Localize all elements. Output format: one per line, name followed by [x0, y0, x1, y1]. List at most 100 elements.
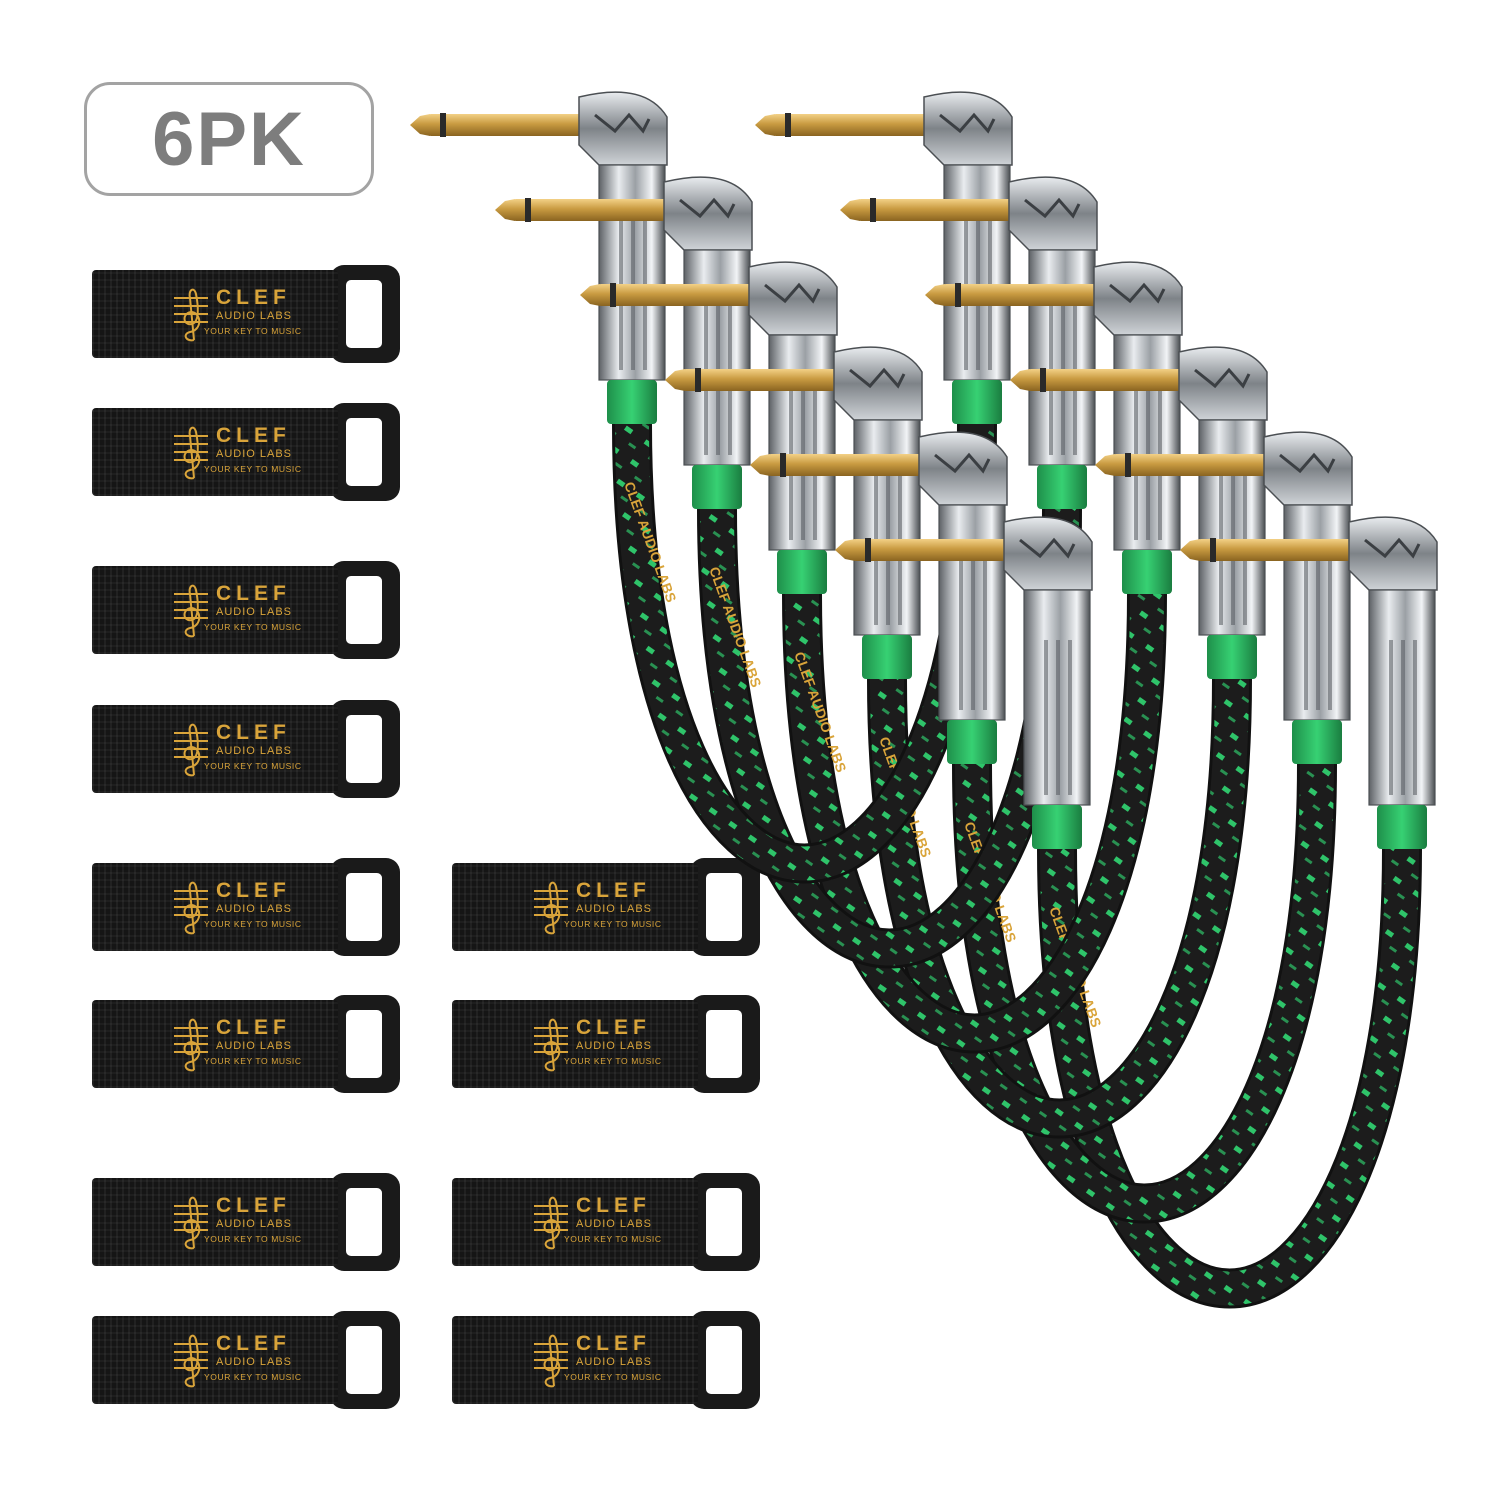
- strap-tagline: YOUR KEY TO MUSIC: [204, 761, 302, 771]
- strap-brand: CLEF: [216, 286, 291, 309]
- strap-brand: CLEF: [216, 1016, 291, 1039]
- strap-brand: CLEF: [216, 1332, 291, 1355]
- strap-subbrand: AUDIO LABS: [576, 1040, 653, 1052]
- treble-clef-icon: [534, 1196, 568, 1250]
- right-angle-plug: [1180, 516, 1438, 849]
- strap-velcro-band: [452, 863, 698, 951]
- strap-velcro-band: [452, 1178, 698, 1266]
- right-angle-plug: [925, 261, 1183, 594]
- strap-velcro-band: [92, 408, 338, 496]
- strap-velcro-band: [92, 1000, 338, 1088]
- strap-brand: CLEF: [576, 879, 651, 902]
- strap-subbrand: AUDIO LABS: [216, 606, 293, 618]
- strap-velcro-band: [92, 705, 338, 793]
- strap-tagline: YOUR KEY TO MUSIC: [204, 464, 302, 474]
- strap-tagline: YOUR KEY TO MUSIC: [204, 919, 302, 929]
- strap-buckle-icon: [330, 858, 400, 956]
- strap-tagline: YOUR KEY TO MUSIC: [204, 622, 302, 632]
- strap-tagline: YOUR KEY TO MUSIC: [204, 1056, 302, 1066]
- treble-clef-icon: [174, 881, 208, 935]
- strap-buckle-icon: [330, 1311, 400, 1409]
- strap-subbrand: AUDIO LABS: [576, 1356, 653, 1368]
- strap-buckle-icon: [330, 561, 400, 659]
- strap-tagline: YOUR KEY TO MUSIC: [564, 1372, 662, 1382]
- treble-clef-icon: [174, 1196, 208, 1250]
- treble-clef-icon: [534, 1334, 568, 1388]
- strap-velcro-band: [92, 863, 338, 951]
- treble-clef-icon: [174, 426, 208, 480]
- strap-velcro-band: [92, 566, 338, 654]
- strap-subbrand: AUDIO LABS: [576, 1218, 653, 1230]
- strap-brand: CLEF: [576, 1016, 651, 1039]
- strap-subbrand: AUDIO LABS: [216, 1218, 293, 1230]
- pack-count-badge: 6PK: [84, 82, 374, 196]
- strap-velcro-band: [92, 1316, 338, 1404]
- strap-velcro-band: [92, 270, 338, 358]
- strap-subbrand: AUDIO LABS: [216, 310, 293, 322]
- treble-clef-icon: [534, 881, 568, 935]
- strap-velcro-band: [452, 1000, 698, 1088]
- treble-clef-icon: [174, 723, 208, 777]
- treble-clef-icon: [174, 584, 208, 638]
- strap-buckle-icon: [690, 1311, 760, 1409]
- right-angle-plug: [410, 91, 668, 424]
- treble-clef-icon: [174, 288, 208, 342]
- strap-brand: CLEF: [216, 721, 291, 744]
- strap-brand: CLEF: [576, 1194, 651, 1217]
- strap-brand: CLEF: [216, 424, 291, 447]
- strap-buckle-icon: [330, 995, 400, 1093]
- strap-subbrand: AUDIO LABS: [216, 745, 293, 757]
- strap-tagline: YOUR KEY TO MUSIC: [204, 1372, 302, 1382]
- strap-brand: CLEF: [576, 1332, 651, 1355]
- strap-buckle-icon: [330, 700, 400, 798]
- strap-brand: CLEF: [216, 1194, 291, 1217]
- strap-brand: CLEF: [216, 582, 291, 605]
- right-angle-plug: [835, 516, 1093, 849]
- strap-subbrand: AUDIO LABS: [216, 448, 293, 460]
- strap-subbrand: AUDIO LABS: [216, 903, 293, 915]
- strap-tagline: YOUR KEY TO MUSIC: [564, 919, 662, 929]
- strap-subbrand: AUDIO LABS: [216, 1040, 293, 1052]
- strap-buckle-icon: [330, 403, 400, 501]
- strap-subbrand: AUDIO LABS: [576, 903, 653, 915]
- strap-tagline: YOUR KEY TO MUSIC: [204, 326, 302, 336]
- strap-buckle-icon: [690, 995, 760, 1093]
- strap-tagline: YOUR KEY TO MUSIC: [564, 1234, 662, 1244]
- strap-tagline: YOUR KEY TO MUSIC: [204, 1234, 302, 1244]
- strap-buckle-icon: [690, 1173, 760, 1271]
- strap-velcro-band: [92, 1178, 338, 1266]
- strap-buckle-icon: [690, 858, 760, 956]
- strap-tagline: YOUR KEY TO MUSIC: [564, 1056, 662, 1066]
- strap-buckle-icon: [330, 1173, 400, 1271]
- treble-clef-icon: [534, 1018, 568, 1072]
- strap-velcro-band: [452, 1316, 698, 1404]
- strap-brand: CLEF: [216, 879, 291, 902]
- strap-buckle-icon: [330, 265, 400, 363]
- treble-clef-icon: [174, 1018, 208, 1072]
- treble-clef-icon: [174, 1334, 208, 1388]
